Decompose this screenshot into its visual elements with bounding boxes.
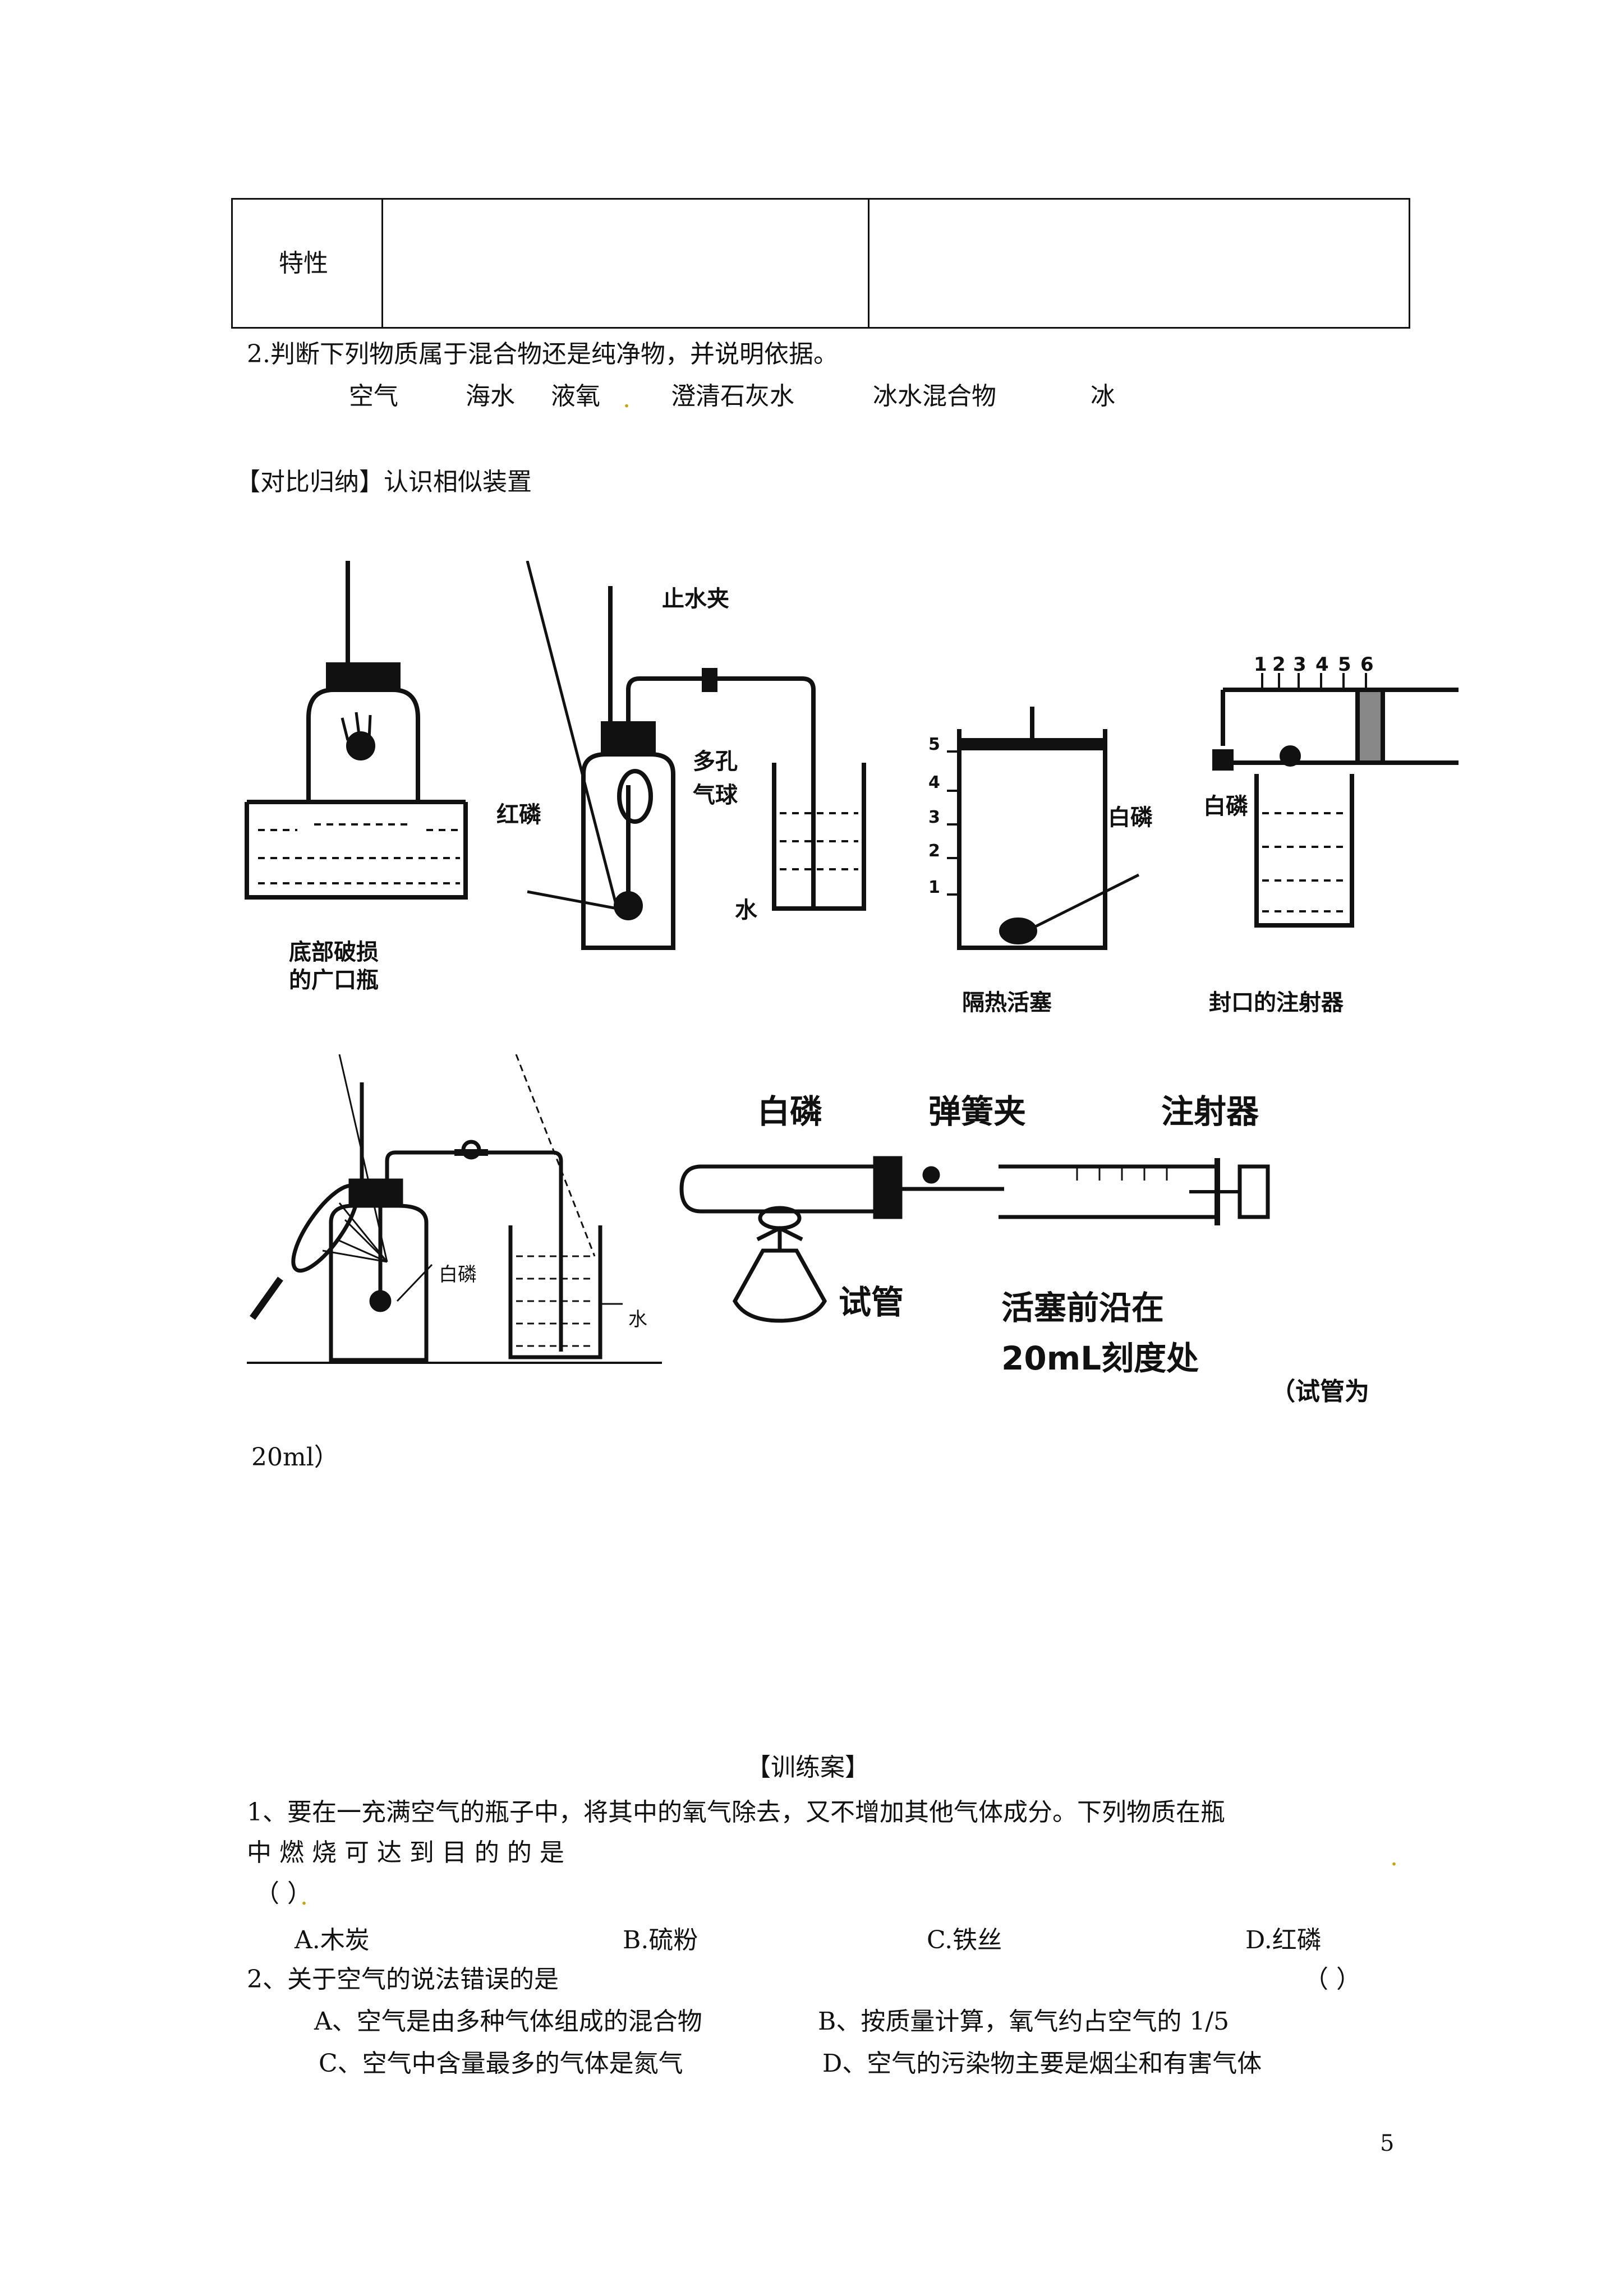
fig3-scale-mark: 1 <box>928 878 940 897</box>
option-a: A、空气是由多种气体组成的混合物 <box>314 2007 702 2036</box>
note-test-tube: （试管为 <box>1271 1377 1369 1406</box>
fig4-scale-mark: 1 <box>1254 653 1267 676</box>
bell-jar-figure <box>245 561 468 900</box>
fig2-water-label: 水 <box>735 897 757 923</box>
option-b: B.硫粉 <box>623 1926 698 1954</box>
table-blank-cell <box>381 200 869 327</box>
answer-blank: （ ） <box>1304 1965 1361 1994</box>
option-a: A.木炭 <box>295 1926 370 1954</box>
fig4-scale-mark: 5 <box>1338 653 1351 676</box>
fig2-balloon-label: 气球 <box>693 782 738 808</box>
substance-item: 澄清石灰水 <box>671 382 794 411</box>
fig2-balloon-label: 多孔 <box>693 749 738 774</box>
fig6-clip-label: 弹簧夹 <box>928 1092 1027 1131</box>
table-row-label: 特性 <box>279 249 328 278</box>
answer-blank: （ ） <box>255 1879 312 1908</box>
table-blank-cell <box>868 200 1409 327</box>
fig6-note: 活塞前沿在 <box>1001 1289 1165 1327</box>
fig4-scale-mark: 6 <box>1360 653 1374 676</box>
fig4-scale-mark: 3 <box>1293 653 1306 676</box>
fig3-caption: 隔热活塞 <box>962 990 1052 1016</box>
question-2-prompt: 2.判断下列物质属于混合物还是纯净物，并说明依据。 <box>247 340 838 368</box>
question-1-text: 1、要在一充满空气的瓶子中，将其中的氧气除去，又不增加其他气体成分。下列物质在瓶 <box>247 1798 1225 1827</box>
properties-table: 特性 <box>231 198 1410 329</box>
substance-item: 海水 <box>466 382 515 411</box>
option-b: B、按质量计算，氧气约占空气的 1/5 <box>818 2007 1230 2036</box>
fig6-syringe-label: 注射器 <box>1161 1092 1259 1131</box>
fig4-scale-mark: 4 <box>1315 653 1329 676</box>
balloon-flask-figure <box>526 561 866 950</box>
fig3-scale-mark: 2 <box>928 841 940 861</box>
question-2-text: 2、关于空气的说法错误的是 <box>247 1965 559 1994</box>
fig2-phosphorus-label: 红磷 <box>496 802 541 828</box>
page-number: 5 <box>1380 2131 1395 2156</box>
question-1-text: 中 燃 烧 可 达 到 目 的 的 是 <box>247 1838 564 1867</box>
substance-item: 空气 <box>349 382 398 411</box>
substance-item: 冰 <box>1091 382 1115 411</box>
stray-dot: . <box>1390 1843 1398 1871</box>
fig3-scale-mark: 3 <box>928 808 940 827</box>
fig6-white-p-label: 白磷 <box>757 1092 823 1131</box>
fig1-caption: 底部破损 <box>289 939 379 965</box>
fig3-phosphorus-label: 白磷 <box>1108 805 1153 831</box>
fig2-clip-label: 止水夹 <box>662 586 729 612</box>
substance-item: 冰水混合物 <box>873 382 996 411</box>
sealed-syringe-figure <box>1212 673 1459 928</box>
fig5-phosphorus-label: 白磷 <box>439 1264 477 1286</box>
apparatus-figures-row2 <box>247 1054 1270 1364</box>
test-tube-syringe-figure <box>679 1156 1270 1323</box>
table-row-label-cell: 特性 <box>233 200 383 327</box>
note-test-tube-volume: 20ml） <box>251 1443 339 1472</box>
fig6-note: 20mL刻度处 <box>1001 1339 1199 1377</box>
option-c: C、空气中含量最多的气体是氮气 <box>319 2049 683 2078</box>
magnifier-flask-figure <box>247 1054 662 1364</box>
fig3-scale-mark: 5 <box>928 735 940 754</box>
section-heading: 【对比归纳】认识相似装置 <box>236 468 532 496</box>
fig4-scale-mark: 2 <box>1272 653 1286 676</box>
option-c: C.铁丝 <box>927 1926 1002 1954</box>
fig1-caption: 的广口瓶 <box>289 967 379 993</box>
option-d: D.红磷 <box>1245 1926 1322 1954</box>
fig5-water-label: 水 <box>628 1308 647 1331</box>
fig4-phosphorus-label: 白磷 <box>1203 794 1248 819</box>
stray-dot: . <box>300 1882 308 1911</box>
training-title: 【训练案】 <box>746 1753 869 1782</box>
insulated-piston-figure <box>947 707 1140 950</box>
stray-dot: . <box>623 385 631 413</box>
option-d: D、空气的污染物主要是烟尘和有害气体 <box>822 2049 1262 2078</box>
fig4-caption: 封口的注射器 <box>1209 990 1344 1016</box>
fig6-tube-label: 试管 <box>839 1283 904 1321</box>
fig3-scale-mark: 4 <box>928 773 940 792</box>
substance-item: 液氧 <box>551 382 600 411</box>
apparatus-figures-row1 <box>245 561 1459 950</box>
